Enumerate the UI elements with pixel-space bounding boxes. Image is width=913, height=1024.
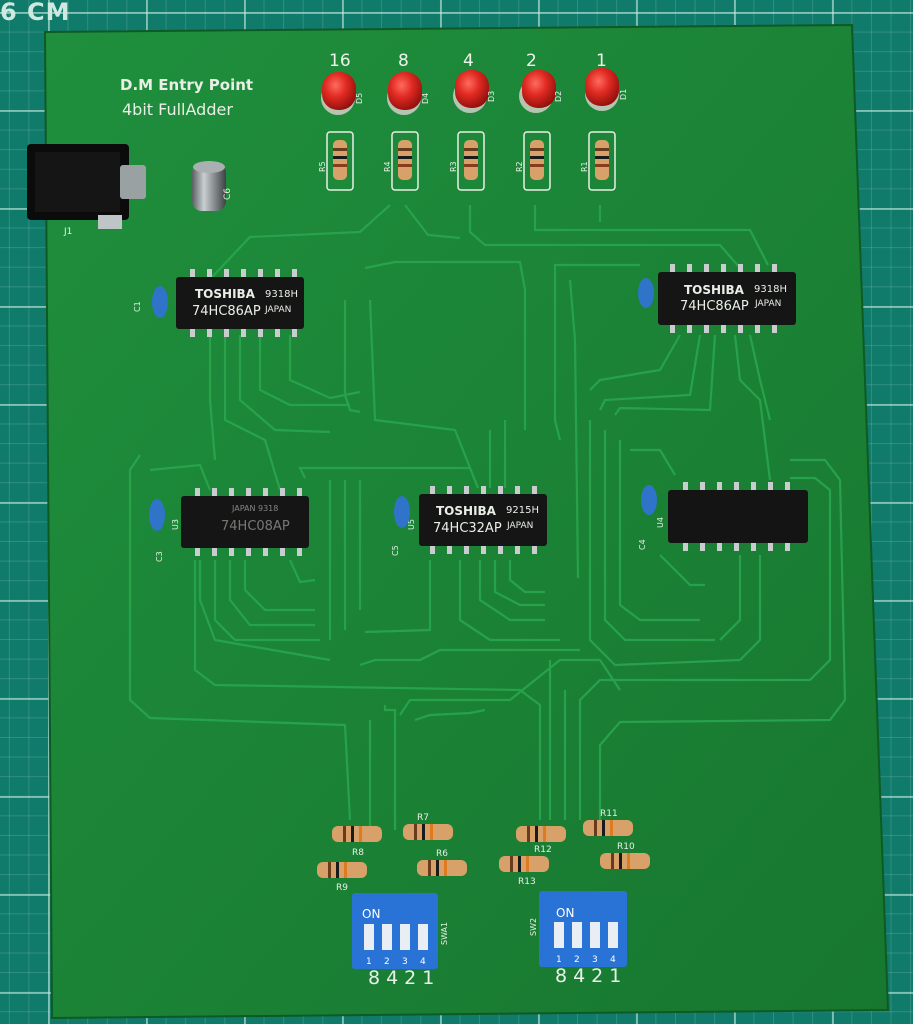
- svg-text:JAPAN: JAPAN: [506, 521, 533, 531]
- svg-text:8: 8: [398, 51, 409, 71]
- svg-text:2: 2: [574, 955, 580, 965]
- svg-text:TOSHIBA: TOSHIBA: [195, 287, 256, 301]
- dc-jack: J1: [27, 144, 146, 237]
- svg-text:U4: U4: [656, 517, 665, 528]
- svg-text:1: 1: [366, 957, 372, 967]
- svg-text:9318H: 9318H: [754, 284, 787, 295]
- svg-text:4: 4: [610, 955, 616, 965]
- svg-text:TOSHIBA: TOSHIBA: [684, 283, 745, 297]
- svg-text:C3: C3: [155, 551, 164, 562]
- svg-text:SW2: SW2: [529, 918, 538, 936]
- svg-text:R4: R4: [383, 161, 392, 172]
- svg-text:9318: 9318: [258, 504, 278, 513]
- svg-text:U3: U3: [171, 519, 180, 530]
- svg-text:D1: D1: [619, 89, 628, 100]
- svg-text:C1: C1: [133, 301, 142, 312]
- svg-text:74HC86AP: 74HC86AP: [680, 299, 749, 314]
- svg-text:R3: R3: [449, 161, 458, 172]
- ic-u5: TOSHIBA 9215H 74HC32AP JAPAN U5: [407, 486, 547, 554]
- svg-text:74HC86AP: 74HC86AP: [192, 304, 261, 319]
- svg-text:D3: D3: [487, 91, 496, 102]
- svg-text:R11: R11: [600, 809, 618, 819]
- svg-text:3: 3: [592, 955, 598, 965]
- svg-text:TOSHIBA: TOSHIBA: [436, 504, 497, 518]
- sw2-weights: 8421: [555, 965, 628, 987]
- svg-text:9318H: 9318H: [265, 289, 298, 300]
- svg-text:JAPAN: JAPAN: [264, 305, 291, 315]
- dip-switch-sw2: ON 1 2 3 4 SW2: [529, 891, 627, 967]
- svg-text:R10: R10: [617, 842, 635, 852]
- svg-text:4: 4: [420, 957, 426, 967]
- led-row: 16 D5 8 D4 4 D3 2 D2 1 D1: [321, 51, 628, 115]
- svg-text:74HC08AP: 74HC08AP: [221, 519, 290, 534]
- svg-text:D5: D5: [355, 93, 364, 104]
- svg-text:U5: U5: [407, 519, 416, 530]
- svg-text:R2: R2: [515, 161, 524, 172]
- svg-text:JAPAN: JAPAN: [231, 504, 255, 513]
- led-resistors: R5 R4 R3 R2 R1: [318, 131, 616, 191]
- electrolytic-capacitor: C6: [192, 161, 233, 211]
- svg-text:74HC32AP: 74HC32AP: [433, 521, 502, 536]
- svg-text:R5: R5: [318, 161, 327, 172]
- led-8: 8 D4: [387, 51, 430, 115]
- ic-u2: TOSHIBA 9318H 74HC86AP JAPAN: [658, 264, 796, 333]
- svg-text:2: 2: [384, 957, 390, 967]
- svg-text:R8: R8: [352, 848, 364, 858]
- svg-text:R1: R1: [580, 161, 589, 172]
- svg-text:16: 16: [329, 51, 351, 71]
- svg-text:J1: J1: [63, 227, 72, 237]
- svg-text:3: 3: [402, 957, 408, 967]
- led-1: 1 D1: [585, 51, 628, 111]
- svg-text:ON: ON: [362, 907, 380, 921]
- svg-text:1: 1: [596, 51, 607, 71]
- ic-u1: TOSHIBA 9318H 74HC86AP JAPAN: [176, 269, 304, 337]
- svg-text:SWA1: SWA1: [440, 922, 449, 945]
- copper-traces: [128, 204, 847, 830]
- led-16: 16 D5: [321, 51, 364, 115]
- svg-text:ON: ON: [556, 906, 574, 920]
- svg-text:R13: R13: [518, 877, 536, 887]
- led-2: 2 D2: [519, 51, 563, 113]
- swa1-weights: 8421: [368, 967, 441, 989]
- led-4: 4 D3: [453, 51, 496, 113]
- ruler-label: 6 CM: [0, 0, 71, 26]
- svg-text:4: 4: [463, 51, 474, 71]
- ceramic-capacitors: C1 C3 C5 C4: [133, 278, 657, 562]
- svg-text:C5: C5: [391, 545, 400, 556]
- svg-text:R6: R6: [436, 849, 448, 859]
- svg-text:R9: R9: [336, 883, 348, 893]
- svg-text:JAPAN: JAPAN: [754, 299, 781, 309]
- svg-text:9215H: 9215H: [506, 505, 539, 516]
- board-subtitle: 4bit FullAdder: [122, 100, 233, 119]
- dip-switch-swa1: ON 1 2 3 4 SWA1: [352, 893, 449, 969]
- board-title: D.M Entry Point: [120, 76, 253, 94]
- svg-text:C4: C4: [638, 539, 647, 550]
- ic-u3: JAPAN 9318 74HC08AP U3: [171, 488, 309, 556]
- svg-text:R12: R12: [534, 845, 552, 855]
- input-resistors: R8 R7 R9 R6 R12 R11 R13 R10: [317, 809, 650, 893]
- ic-u4: U4: [656, 482, 808, 551]
- svg-text:2: 2: [526, 51, 537, 71]
- svg-text:R7: R7: [417, 813, 429, 823]
- svg-text:C6: C6: [223, 188, 233, 200]
- svg-text:D2: D2: [554, 91, 563, 102]
- svg-text:D4: D4: [421, 93, 430, 104]
- svg-text:1: 1: [556, 955, 562, 965]
